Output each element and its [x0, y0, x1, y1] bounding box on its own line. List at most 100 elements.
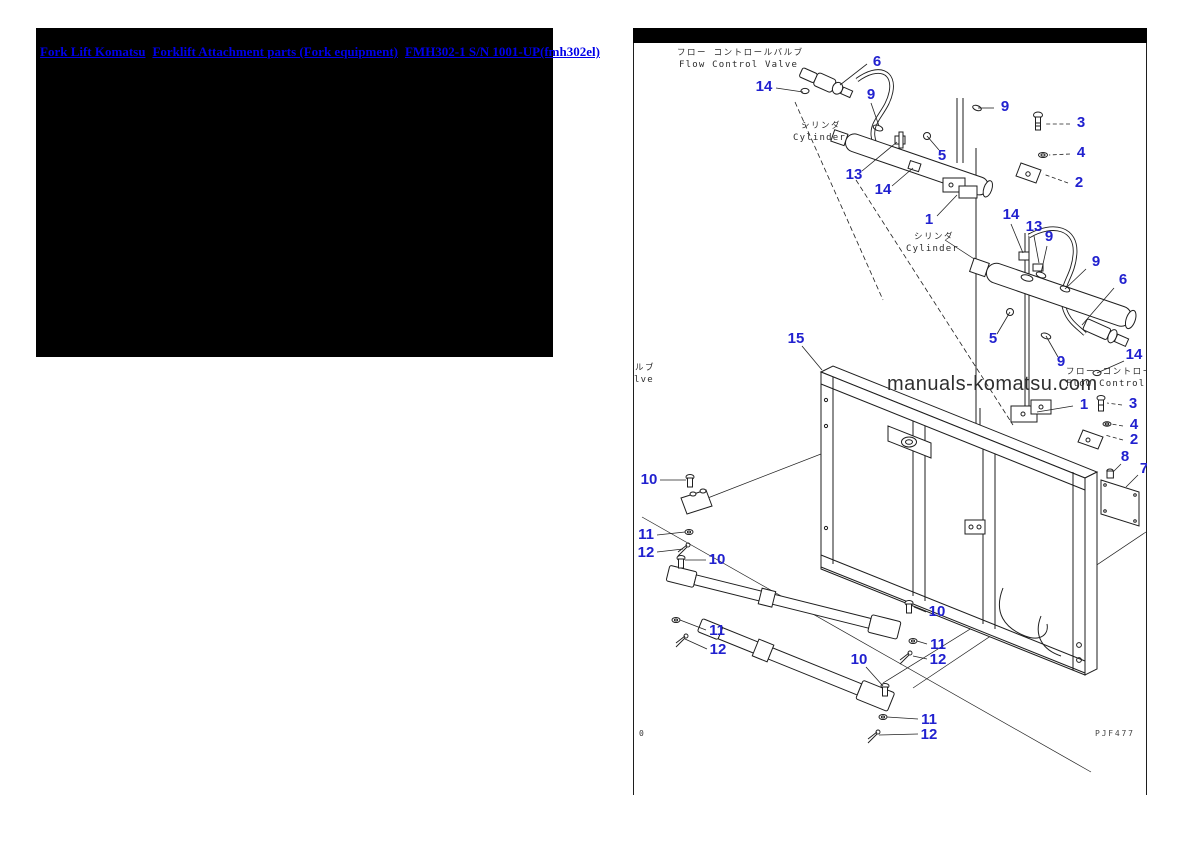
- link-fork-lift-komatsu[interactable]: Fork Lift Komatsu: [40, 44, 146, 59]
- callout-14: 14: [756, 78, 773, 95]
- leader-line: [916, 640, 928, 645]
- callout-3: 3: [1077, 114, 1085, 131]
- leader-line: [684, 638, 708, 650]
- assembly-axis-lines: [794, 101, 1014, 426]
- leader-line: [1042, 173, 1069, 184]
- leader-line: [1125, 474, 1139, 488]
- leader-line: [865, 666, 884, 687]
- callout-6: 6: [1119, 271, 1127, 288]
- callout-9: 9: [867, 86, 875, 103]
- callout-6: 6: [873, 53, 881, 70]
- callout-10: 10: [851, 651, 868, 668]
- diagram-label-jp: シリンダ: [914, 231, 954, 242]
- diagram-label-jp: シリンダ: [801, 120, 841, 131]
- diagram-label-en: lve: [634, 375, 654, 385]
- drawing-code-text: PJF477: [1095, 729, 1135, 738]
- callout-12: 12: [921, 726, 938, 743]
- bolt-part-3a: [1033, 111, 1043, 131]
- leader-line: [1040, 245, 1048, 274]
- leader-line: [870, 102, 880, 127]
- callout-12: 12: [710, 641, 727, 658]
- diagram-label-en: Flow Control Valve: [679, 60, 798, 70]
- clamp-block-part: [680, 488, 713, 515]
- callout-9: 9: [1045, 228, 1053, 245]
- leader-line: [878, 733, 919, 736]
- callout-14: 14: [1003, 206, 1020, 223]
- callout-14: 14: [875, 181, 892, 198]
- callout-4: 4: [1077, 144, 1086, 161]
- leader-line: [996, 311, 1011, 335]
- link-attachment-parts[interactable]: Forklift Attachment parts (Fork equipmen…: [152, 44, 398, 59]
- callout-10: 10: [641, 471, 658, 488]
- anchor-plate-part-7: [1100, 479, 1140, 527]
- leader-line: [1106, 402, 1123, 406]
- callout-2: 2: [1075, 174, 1083, 191]
- leader-line: [1064, 268, 1087, 290]
- callout-12: 12: [930, 651, 947, 668]
- leader-line: [886, 716, 919, 720]
- watermark-text: manuals-komatsu.com: [887, 373, 1098, 395]
- leader-line: [656, 531, 686, 536]
- callout-11: 11: [638, 526, 654, 543]
- diagram-label-en: Flow Control Va: [1066, 379, 1147, 389]
- callout-13: 13: [1026, 218, 1043, 235]
- leader-line: [936, 194, 958, 217]
- leader-line: [1033, 235, 1040, 264]
- callout-14: 14: [1126, 346, 1143, 363]
- callout-13: 13: [846, 166, 863, 183]
- callout-5: 5: [938, 147, 946, 164]
- diagram-top-bar: [633, 28, 1147, 43]
- leader-line: [891, 167, 914, 187]
- lift-cylinder-part-1: [830, 104, 994, 199]
- diagram-label-en: Cylinder: [793, 133, 846, 143]
- callout-11: 11: [930, 636, 946, 653]
- callout-9: 9: [1057, 353, 1065, 370]
- diagram-label-jp: ルブ: [635, 362, 655, 373]
- leader-line: [926, 135, 940, 151]
- hydraulic-hose-2: [1027, 226, 1087, 336]
- leader-line: [861, 141, 898, 172]
- leader-line: [1036, 405, 1074, 413]
- flow-control-valve-part-1: [799, 67, 854, 99]
- callout-7: 7: [1140, 460, 1147, 477]
- leader-line: [1104, 434, 1124, 441]
- leader-line: [1110, 423, 1124, 427]
- lift-cylinder-part-2: [944, 239, 1137, 340]
- leader-line: [1010, 223, 1024, 254]
- leader-line: [1081, 287, 1115, 326]
- callout-2: 2: [1130, 431, 1138, 448]
- callout-1: 1: [1080, 396, 1088, 413]
- breadcrumb-links: Fork Lift Komatsu Forklift Attachment par…: [40, 44, 607, 59]
- callout-15: 15: [788, 330, 805, 347]
- callout-3: 3: [1129, 395, 1137, 412]
- page-marker-text: 0: [639, 729, 644, 738]
- callout-10: 10: [709, 551, 726, 568]
- link-model-serial[interactable]: FMH302-1 S/N 1001-UP(fmh302el): [404, 44, 600, 59]
- washer-part-4a: [1038, 152, 1048, 158]
- leader-line: [839, 63, 868, 86]
- washer-parts-11: [671, 529, 918, 720]
- callout-11: 11: [709, 622, 725, 639]
- callout-9: 9: [1092, 253, 1100, 270]
- link-banner: Fork Lift Komatsu Forklift Attachment par…: [36, 28, 600, 357]
- fitting-part-8: [1106, 468, 1114, 479]
- callout-9: 9: [1001, 98, 1009, 115]
- tilt-rod-part-1: [665, 565, 902, 640]
- leader-line: [1048, 153, 1071, 156]
- leader-line: [656, 548, 684, 553]
- leader-line: [1096, 360, 1125, 374]
- leader-line: [775, 87, 804, 93]
- leader-line: [801, 345, 823, 371]
- callout-4: 4: [1130, 416, 1139, 433]
- diagram-label-en: Cylinder: [906, 244, 959, 254]
- pin-parts-10: [676, 474, 914, 697]
- callout-11: 11: [921, 711, 937, 728]
- leader-line: [1112, 463, 1122, 473]
- plate-part-2b: [1077, 429, 1104, 450]
- leader-line: [1045, 335, 1059, 358]
- plate-part-2a: [1015, 162, 1042, 184]
- bolt-part-3b: [1096, 395, 1106, 412]
